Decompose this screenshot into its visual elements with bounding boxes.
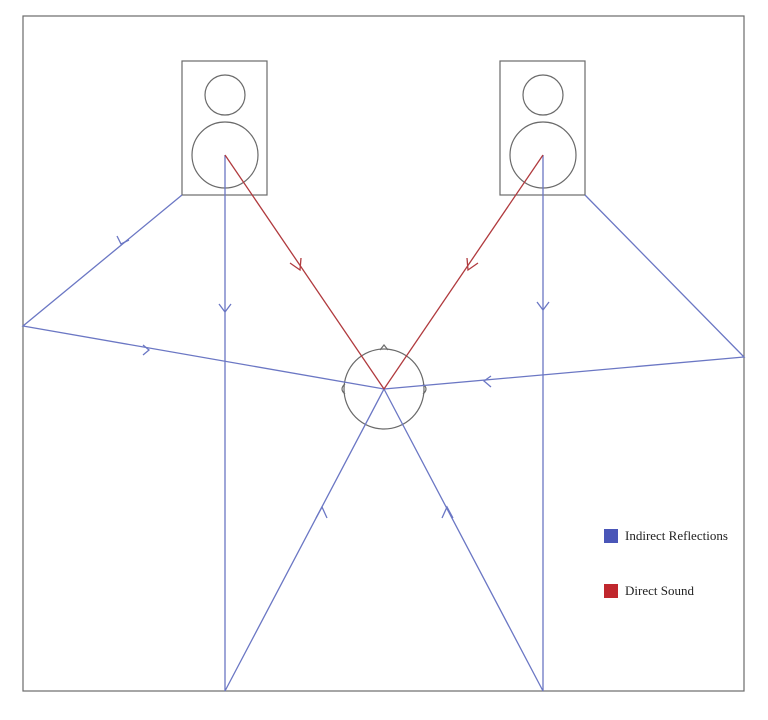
indirect-reflection-paths (21, 155, 746, 692)
left-direct-sound-path (224, 154, 385, 390)
arrow-icon (142, 344, 151, 356)
left-wall-reflection-path (21, 194, 385, 390)
arrow-icon (315, 505, 328, 519)
direct-sound-paths (224, 154, 544, 390)
arrow-icon (218, 303, 232, 314)
direction-arrows (116, 235, 550, 519)
legend-label-direct: Direct Sound (625, 583, 694, 598)
right-rear-wall-reflection-path (383, 155, 544, 692)
arrow-icon (482, 375, 492, 388)
arrow-icon (289, 257, 302, 272)
right-wall-reflection-path (383, 194, 746, 390)
legend-item-direct-sound: Direct Sound (604, 582, 728, 600)
left-rear-wall-reflection-path (224, 155, 385, 692)
arrow-icon (441, 505, 454, 519)
legend-swatch-indirect (604, 529, 618, 543)
arrow-icon (536, 301, 550, 312)
arrow-icon (466, 257, 479, 272)
room-outline (22, 15, 745, 692)
arrow-icon (116, 235, 130, 245)
legend: Indirect Reflections Direct Sound (604, 527, 728, 600)
right-direct-sound-path (383, 154, 544, 390)
legend-swatch-direct (604, 584, 618, 598)
legend-item-indirect-reflections: Indirect Reflections (604, 527, 728, 545)
legend-label-indirect: Indirect Reflections (625, 528, 728, 543)
